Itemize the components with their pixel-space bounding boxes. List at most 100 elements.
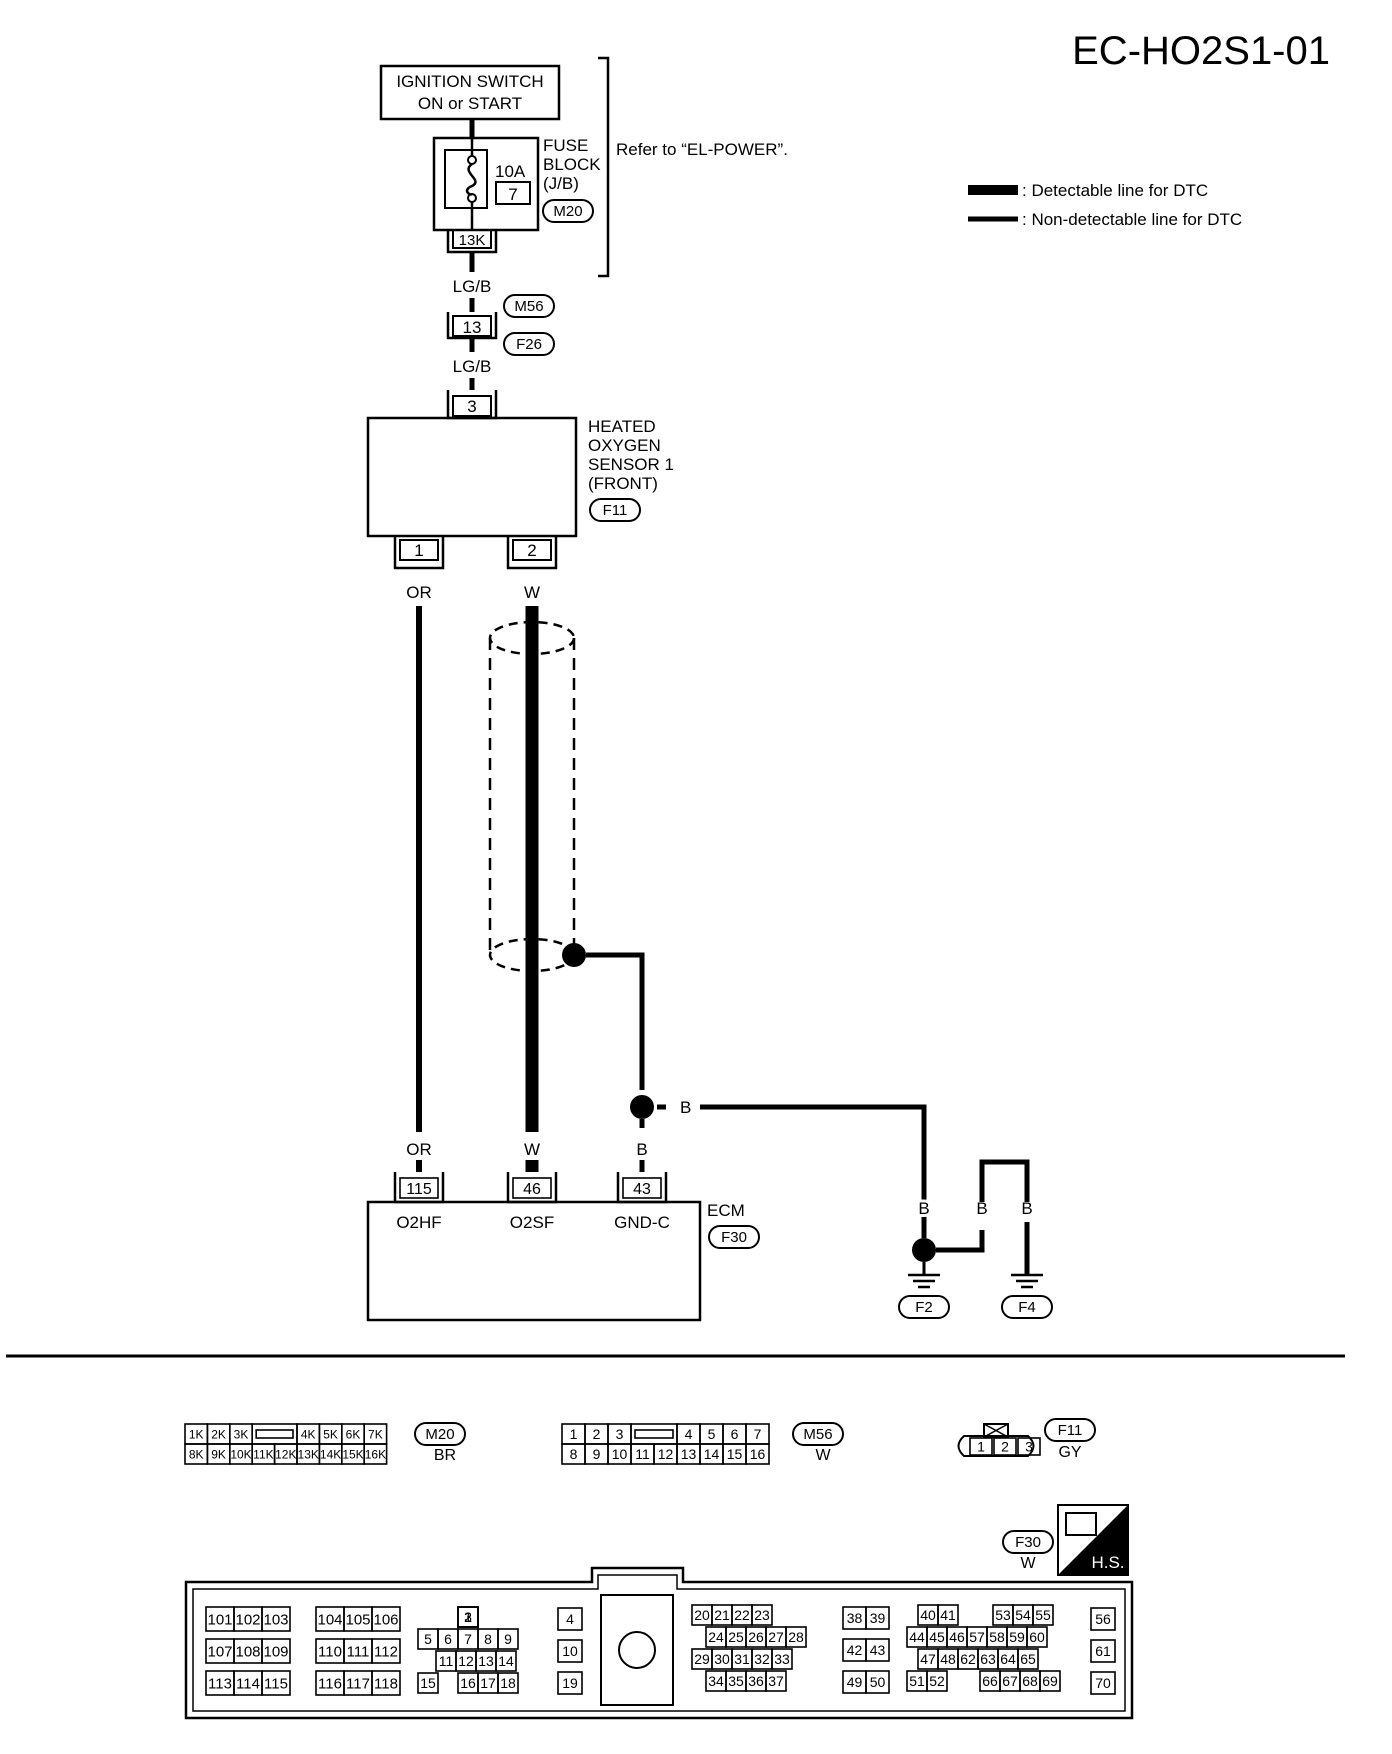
f30-pin: 49 (847, 1674, 863, 1690)
f30-pin: 26 (748, 1629, 764, 1645)
ecm-pin-name: GND-C (614, 1213, 670, 1232)
f11-pin-box (969, 1437, 993, 1456)
m56-pin: 15 (727, 1446, 743, 1462)
wire-lgb-2: LG/B (453, 357, 492, 376)
m56-name-badge (792, 1422, 844, 1446)
f30-pin: 29 (694, 1651, 710, 1667)
f30-pin: 41 (940, 1607, 956, 1623)
m20-pin: 3K (234, 1427, 249, 1441)
fuse-terminal-box (452, 229, 492, 249)
m20-pin: 1K (189, 1427, 204, 1441)
join-terminal-box (452, 315, 492, 337)
ground-b2: B (976, 1199, 987, 1218)
f30-pin: 53 (995, 1607, 1011, 1623)
f30-pin: 5 (424, 1631, 432, 1647)
wire-b-bottom: B (636, 1140, 647, 1159)
m56-pin: 9 (593, 1446, 601, 1462)
fuse-connector-label: M20 (553, 203, 582, 220)
legend-non-detectable: : Non-detectable line for DTC (1022, 210, 1242, 229)
f30-housing (184, 1566, 1134, 1720)
f30-pin: 30 (714, 1651, 730, 1667)
f30-pin: 55 (1035, 1607, 1051, 1623)
ground-f2-icon (908, 1273, 940, 1289)
f30-pin: 9 (504, 1631, 512, 1647)
f30-pin-box (1032, 1604, 1054, 1626)
f30-pin: 105 (345, 1611, 370, 1628)
f30-pin: 118 (374, 1675, 398, 1692)
f30-pin: 59 (1009, 1629, 1025, 1645)
f30-pin: 14 (498, 1653, 514, 1669)
f30-pin: 108 (235, 1643, 260, 1660)
f30-pin-box (765, 1670, 787, 1692)
f30-pin-box (937, 1604, 959, 1626)
f30-pin: 39 (870, 1610, 886, 1626)
f30-pin-box (926, 1670, 948, 1692)
f30-pin: 65 (1020, 1651, 1036, 1667)
wire-w-bottom: W (524, 1140, 540, 1159)
f30-pin: 22 (734, 1607, 750, 1623)
f30-pin: 48 (940, 1651, 956, 1667)
ecm-box (366, 1200, 702, 1322)
fuse-symbol-box (444, 149, 488, 209)
f30-pin: 114 (236, 1675, 260, 1692)
f30-pin: 51 (909, 1673, 925, 1689)
wire-or-bottom: OR (406, 1140, 432, 1159)
f30-pin-box (371, 1638, 401, 1664)
m20-name-badge (414, 1422, 466, 1446)
sensor-pin2-box (512, 539, 552, 561)
fuse-icon (465, 162, 477, 196)
ecm-connector-badge (708, 1225, 760, 1249)
f30-pin-box (557, 1671, 583, 1695)
ignition-switch-line2: ON or START (418, 94, 522, 113)
ecm-pin-box (622, 1177, 662, 1199)
f30-pin: 47 (920, 1651, 936, 1667)
f30-pin: 117 (346, 1675, 370, 1692)
f11-name: F11 (1058, 1422, 1083, 1439)
f30-pin: 106 (373, 1611, 398, 1628)
f30-pin: 20 (694, 1607, 710, 1623)
f30-pin: 43 (870, 1642, 886, 1658)
f11-color: GY (1058, 1444, 1081, 1461)
f11-housing (957, 1435, 1035, 1457)
m20-pin: 12K (275, 1447, 296, 1461)
f30-pin: 45 (929, 1629, 945, 1645)
f30-key-hole-icon (618, 1631, 656, 1669)
sensor-label-2: OXYGEN (588, 436, 661, 455)
m56-pin: 2 (593, 1426, 601, 1442)
f30-pin: 38 (847, 1610, 863, 1626)
sensor-label-3: SENSOR 1 (588, 455, 674, 474)
fuse-number: 7 (508, 185, 517, 204)
f30-pin-box (371, 1670, 401, 1696)
f30-pin: 8 (484, 1631, 492, 1647)
f30-pin-box (557, 1639, 583, 1663)
ignition-switch-line1: IGNITION SWITCH (396, 72, 543, 91)
legend: : Detectable line for DTC : Non-detectab… (968, 181, 1242, 229)
f30-pin: 113 (208, 1675, 232, 1692)
join-conn-top: M56 (514, 298, 543, 315)
f30-pin-box (865, 1670, 890, 1694)
f30-pin: 10 (562, 1643, 578, 1659)
join-conn-top-badge (503, 294, 555, 318)
f30-pin: 64 (1000, 1651, 1016, 1667)
f30-pin: 31 (734, 1651, 750, 1667)
m20-pin: 15K (342, 1447, 363, 1461)
f30-pin: 70 (1095, 1675, 1111, 1691)
f30-pin: 61 (1095, 1643, 1111, 1659)
m56-pin: 13 (681, 1446, 697, 1462)
m20-pin: 9K (211, 1447, 226, 1461)
sensor-pin-top: 3 (467, 397, 476, 416)
fuse-label1: FUSE (543, 136, 588, 155)
f30-pin: 16 (460, 1675, 476, 1691)
f30-pin: 6 (444, 1631, 452, 1647)
ecm-pin-name: O2HF (396, 1213, 441, 1232)
m56-pin: 10 (612, 1446, 628, 1462)
m56-pin: 16 (750, 1446, 766, 1462)
f30-pin-box (497, 1672, 519, 1694)
ecm-pin-name: O2SF (510, 1213, 554, 1232)
f30-pin-box (371, 1606, 401, 1632)
